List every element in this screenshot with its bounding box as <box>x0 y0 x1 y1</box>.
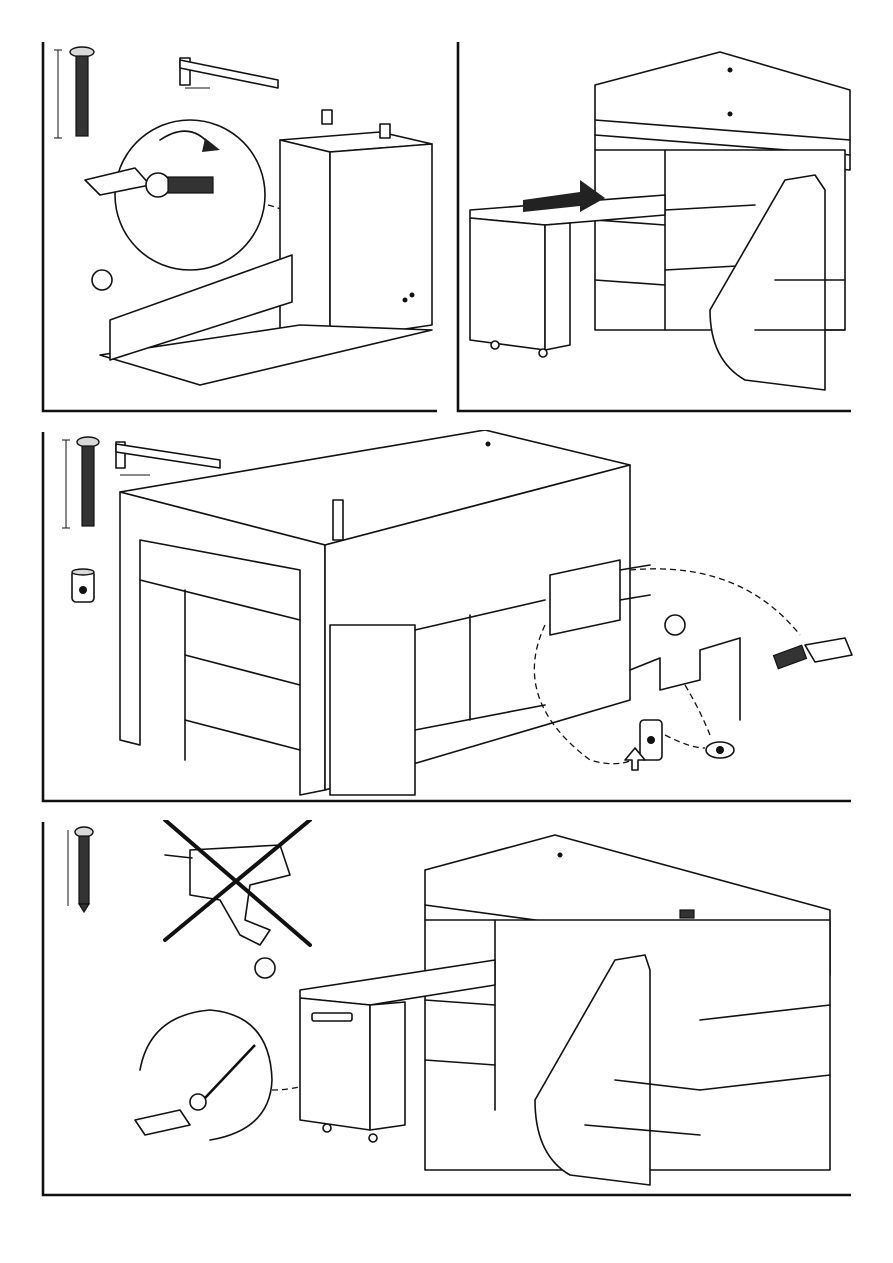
step-2-panel <box>455 40 855 415</box>
long-bolt-icon <box>62 437 99 528</box>
no-power-drill-icon <box>165 820 310 945</box>
allen-key-icon <box>116 442 220 475</box>
cam-nut-icon <box>72 569 94 602</box>
wood-screw-icon <box>68 827 93 912</box>
long-bolt-icon <box>54 47 94 138</box>
insert-up-arrow-icon <box>625 720 662 770</box>
step-3-panel <box>40 430 855 805</box>
allen-key-icon <box>180 58 278 88</box>
screwdriver-tighten-icon <box>135 1110 190 1135</box>
eye-inspect-icon <box>665 685 734 758</box>
drawer-unit-with-castors <box>92 110 432 385</box>
wall-corner <box>630 638 740 720</box>
desk-handle <box>312 1013 352 1021</box>
screwdriver-tighten-icon <box>774 638 852 669</box>
step-1-panel <box>40 40 440 415</box>
step-4-panel <box>40 820 855 1200</box>
rotate-arrow-icon <box>160 131 210 145</box>
screwdriver-tighten-icon <box>85 168 150 195</box>
